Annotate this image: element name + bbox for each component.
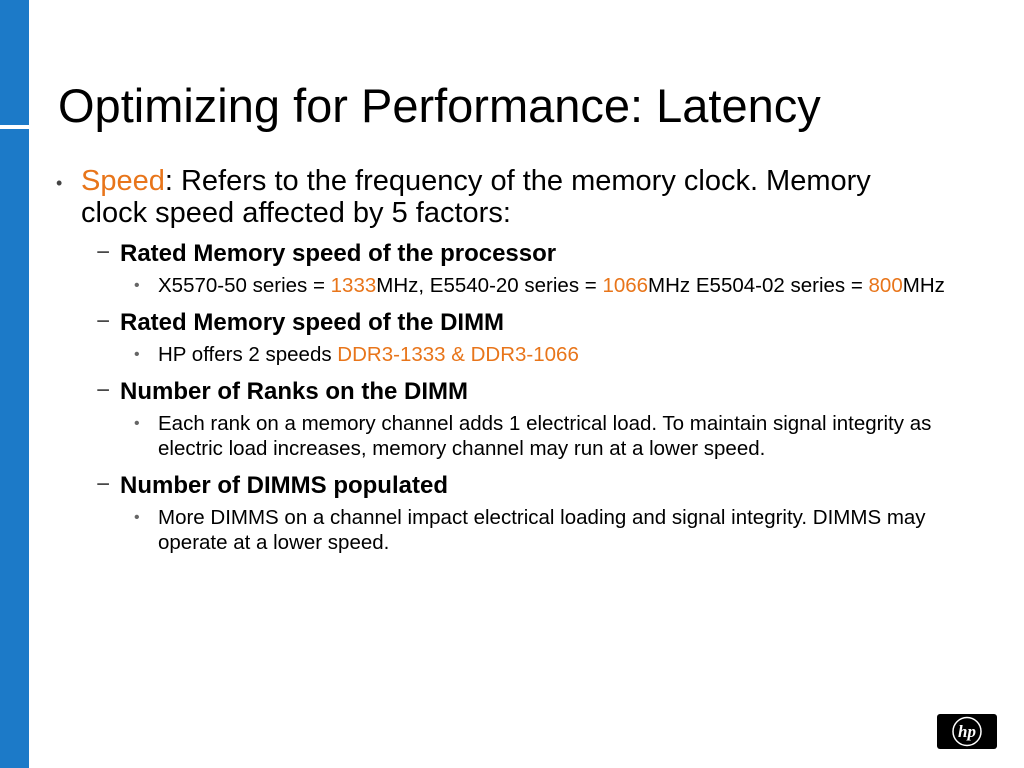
bullet-dot-icon: • bbox=[56, 173, 63, 193]
dash-icon: − bbox=[96, 471, 111, 498]
factor-detail-dimm: •HP offers 2 speeds DDR3-1333 & DDR3-106… bbox=[134, 343, 579, 366]
bullet-dot-icon: • bbox=[134, 509, 140, 526]
factor-heading-processor: −Rated Memory speed of the processor bbox=[96, 239, 557, 267]
speed-value-800: 800 bbox=[868, 274, 903, 297]
slide-title: Optimizing for Performance: Latency bbox=[58, 79, 821, 132]
slide-content: • Speed: Refers to the frequency of the m… bbox=[0, 165, 1000, 555]
factor-detail-ranks: •Each rank on a memory channel adds 1 el… bbox=[134, 412, 932, 460]
left-bar-notch bbox=[0, 125, 29, 129]
dash-icon: − bbox=[96, 308, 111, 335]
factor-heading-populated: −Number of DIMMS populated bbox=[96, 471, 448, 499]
factor-heading-dimm: −Rated Memory speed of the DIMM bbox=[96, 308, 505, 336]
dash-icon: − bbox=[96, 239, 111, 266]
factor-detail-populated: •More DIMMS on a channel impact electric… bbox=[134, 506, 926, 554]
bullet-dot-icon: • bbox=[134, 277, 140, 294]
speed-value-1066: 1066 bbox=[602, 274, 649, 297]
speed-description: : Refers to the frequency of the memory … bbox=[81, 165, 871, 229]
svg-text:hp: hp bbox=[958, 722, 976, 741]
factor-detail-processor: •X5570-50 series = 1333MHz, E5540-20 ser… bbox=[134, 274, 945, 297]
speed-value-1333: 1333 bbox=[330, 274, 377, 297]
speed-highlight: Speed bbox=[81, 165, 165, 197]
dash-icon: − bbox=[96, 377, 111, 404]
factor-heading-ranks: −Number of Ranks on the DIMM bbox=[96, 377, 469, 405]
bullet-speed: • Speed: Refers to the frequency of the m… bbox=[56, 165, 941, 229]
bullet-dot-icon: • bbox=[134, 346, 140, 363]
bullet-dot-icon: • bbox=[134, 415, 140, 432]
ddr3-speeds: DDR3-1333 & DDR3-1066 bbox=[337, 343, 579, 366]
hp-logo-icon: hp bbox=[937, 714, 997, 749]
